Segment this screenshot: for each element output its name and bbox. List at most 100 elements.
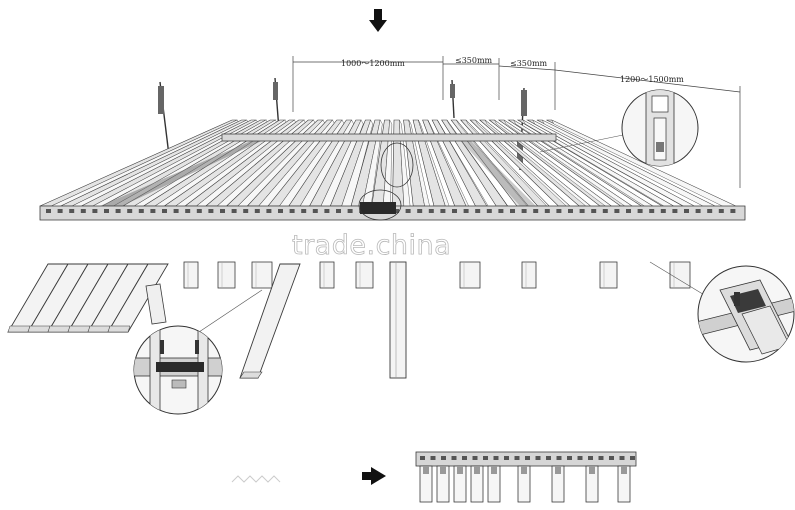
carrier-notch [533,209,539,213]
elevation-notch [567,456,572,460]
carrier-notch [405,209,411,213]
carrier-notch [684,209,689,213]
elevation-notch [598,456,604,460]
baffle-end [217,261,236,289]
carrier-notch [718,209,724,213]
carrier-notch [475,209,481,213]
carrier-notch [591,209,597,213]
carrier-notch [196,209,202,213]
elevation-notch [556,456,562,460]
baffle-end [521,261,537,289]
carrier-notch [556,209,562,213]
carrier-notch [649,209,655,213]
bottom-faded-mark [231,475,281,483]
center-clip [358,189,402,221]
bottom-arrow-icon [362,467,386,485]
baffle-end [251,261,273,289]
elevation-notch [588,456,593,460]
top-arrow-icon [369,9,387,32]
elevation-notch [462,456,467,460]
carrier-notch [57,209,63,213]
carrier-notch [486,209,492,213]
carrier-notch [324,209,330,213]
elevation-notch [630,456,635,460]
carrier-notch [127,209,133,213]
elevation-notch [619,456,625,460]
carrier-notch [614,209,620,213]
elevation-notch [493,456,499,460]
elevation-notch [525,456,530,460]
elevation-notch [451,456,457,460]
carrier-notch [278,209,283,213]
exploded-baffle-cap [107,325,131,333]
detail-circle-right [697,265,795,363]
elevation-clip [555,466,561,474]
carrier-notch [150,209,156,213]
dim-carrier-spacing: 1200～1500mm [620,75,684,84]
elevation-notch [535,456,541,460]
carrier-notch [672,209,678,213]
elevation-notch [504,456,509,460]
carrier-notch [80,209,86,213]
carrier-notch [115,209,121,213]
detail-circle-left [133,325,223,415]
side-elevation-view [415,451,637,503]
exploded-baffle-cap [87,325,111,333]
carrier-notch [660,209,666,213]
elevation-notches [420,456,635,460]
carrier-notch [602,209,608,213]
elevation-clip [521,466,527,474]
exploded-baffle-cap [27,325,51,333]
elevation-notch [472,456,478,460]
elevation-notch [514,456,520,460]
elevation-baffles [419,465,631,503]
carrier-notch [220,209,225,213]
carrier-notch [347,209,353,213]
carrier-notch [69,209,75,213]
carrier-notch [428,209,434,213]
carrier-notch [440,209,446,213]
carrier-notch [208,209,214,213]
watermark-text: trade.china [292,230,451,261]
carrier-notch [46,209,51,213]
elevation-clip [440,466,446,474]
carrier-notch [185,209,191,213]
exploded-baffle-cap [7,325,31,333]
baffle-end [319,261,335,289]
carrier-notch [544,209,550,213]
carrier-notch [463,209,469,213]
callout-leader-top [539,133,629,153]
carrier-notch [104,209,109,213]
carrier-notch [312,209,318,213]
carrier-notch [452,209,457,213]
elevation-clip [621,466,627,474]
baffle-end [599,261,618,289]
elevation-clip [423,466,429,474]
elevation-notch [483,456,488,460]
loose-baffle-diagonal [239,263,301,379]
carrier-notch [637,209,643,213]
carrier-notch [289,209,295,213]
carrier-notch [695,209,701,213]
baffle-end [669,261,691,289]
carrier-notch [394,209,399,213]
dim-clip-gap-right: ≤350mm [510,59,548,68]
dim-rod-spacing: 1000～1200mm [341,59,405,68]
exploded-baffle-cap [47,325,71,333]
baffle-end [355,261,374,289]
shadow-strip [100,138,268,206]
baffle-grid [39,119,744,217]
elevation-clip [491,466,497,474]
carrier-notch [243,209,249,213]
carrier-notch [231,209,237,213]
shadow-strip [460,140,546,216]
loose-baffle-vertical [389,261,407,379]
carrier-notch [730,209,736,213]
carrier-notch [162,209,167,213]
loose-baffle-small [145,283,167,325]
detail-circle-top [621,89,699,167]
dimension-lines [292,56,741,188]
carrier-back [221,133,557,142]
carrier-notch [568,209,573,213]
carrier-notch [138,209,144,213]
